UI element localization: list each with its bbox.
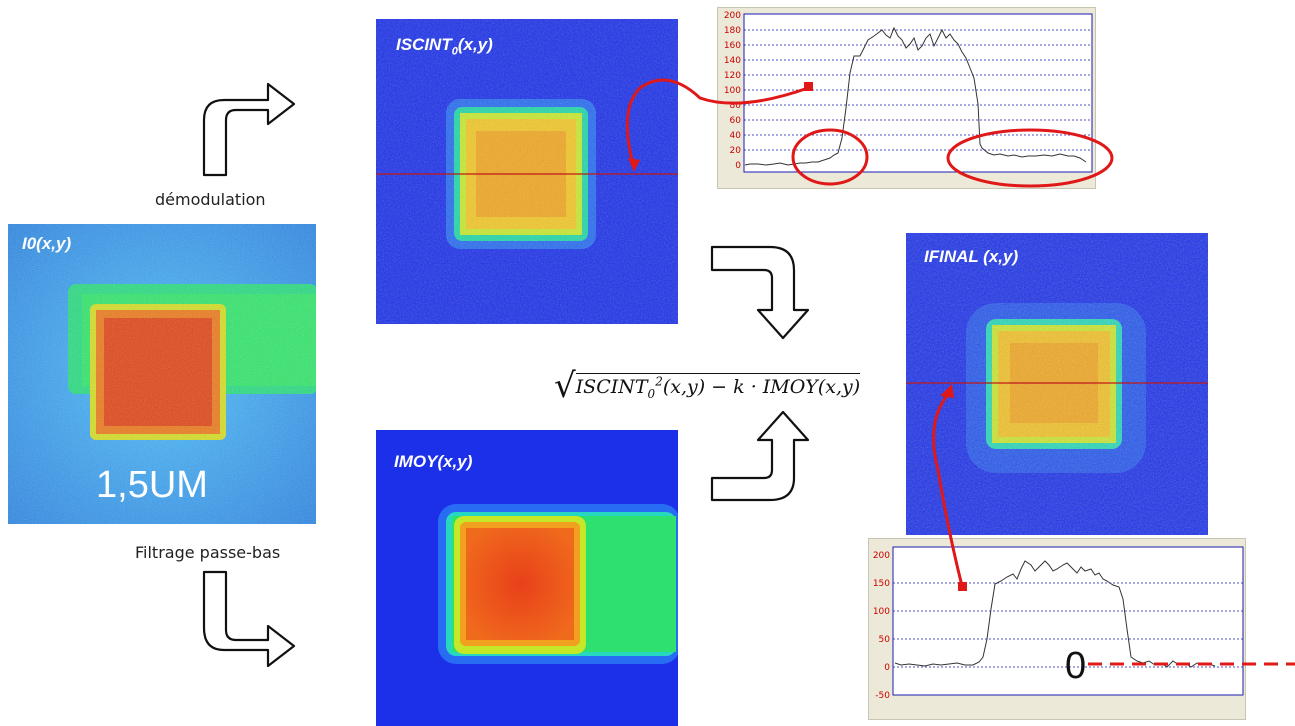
i0-title: I0(x,y) (22, 234, 72, 253)
iscint-image-panel: ISCINT0(x,y) (376, 19, 678, 324)
arrow-imoy-up-icon (710, 410, 810, 502)
y-tick-label: 40 (730, 131, 742, 141)
ifinal-title: IFINAL (x,y) (924, 247, 1019, 266)
iscint-image (376, 19, 678, 324)
arrow-iscint-down-icon (710, 245, 810, 340)
y-tick-label: 20 (730, 146, 742, 156)
y-tick-label: 120 (724, 71, 741, 81)
y-tick-label: 100 (724, 86, 741, 96)
sqrt-symbol: √ (554, 366, 576, 406)
ifinal-image-panel: IFINAL (x,y) (906, 233, 1208, 535)
profile-plot-bottom-svg: 200 150 100 50 0 -50 (873, 546, 1244, 701)
y-tick-label: 60 (730, 116, 742, 126)
arrow-filtrage-icon (202, 570, 296, 668)
arrow-demodulation-icon (202, 82, 296, 177)
profile-plot-bottom: 200 150 100 50 0 -50 0 (868, 538, 1246, 720)
formula: √ISCINT02(x,y) − k · IMOY(x,y) (554, 362, 861, 406)
formula-sup: 2 (655, 374, 663, 389)
formula-term1: ISCINT (575, 376, 648, 398)
i0-big-label: 1,5UM (96, 464, 208, 506)
imoy-title: IMOY(x,y) (394, 452, 473, 471)
y-tick-label: 150 (873, 579, 890, 589)
i0-image (8, 224, 316, 524)
y-tick-label: 160 (724, 41, 741, 51)
iscint-title: ISCINT0(x,y) (396, 35, 493, 57)
y-tick-label: 0 (884, 663, 890, 673)
y-tick-label: 200 (724, 11, 741, 21)
y-tick-label: 80 (730, 101, 742, 111)
caption-filtrage: Filtrage passe-bas (135, 543, 281, 562)
y-tick-label: 0 (735, 161, 741, 171)
imoy-image-panel: IMOY(x,y) (376, 430, 678, 726)
y-tick-label: 100 (873, 607, 890, 617)
iscint-title-sub: 0 (451, 45, 458, 58)
zero-label: 0 (1065, 645, 1087, 687)
ifinal-image (906, 233, 1208, 535)
y-tick-label: 180 (724, 26, 741, 36)
formula-sub: 0 (647, 386, 656, 401)
i0-image-panel: I0(x,y) 1,5UM (8, 224, 316, 524)
imoy-image (376, 430, 678, 726)
caption-demodulation: démodulation (155, 190, 266, 209)
y-tick-label: 50 (879, 635, 891, 645)
formula-rest: (x,y) − k · IMOY(x,y) (662, 376, 861, 398)
y-tick-label: 140 (724, 56, 741, 66)
iscint-title-main: ISCINT (396, 35, 452, 54)
y-tick-label: 200 (873, 551, 890, 561)
y-tick-label: -50 (875, 691, 890, 701)
iscint-title-args: (x,y) (457, 35, 493, 54)
